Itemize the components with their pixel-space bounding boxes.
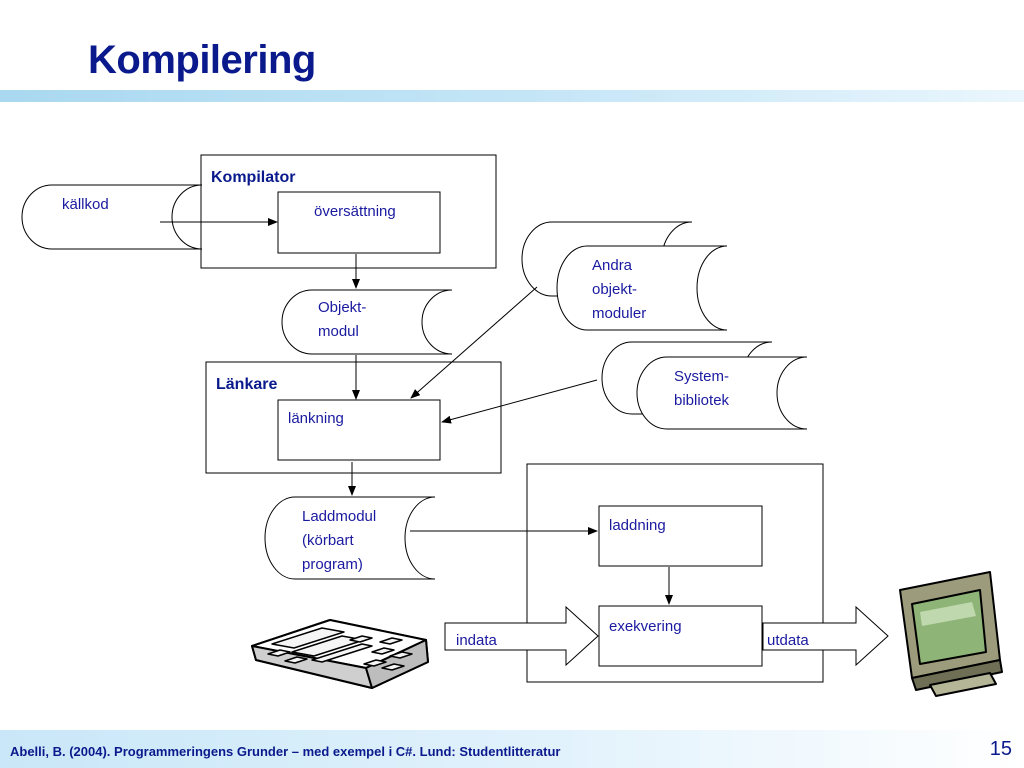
source-code-label: källkod bbox=[62, 196, 109, 213]
load-module-label-line2: (körbart bbox=[302, 532, 355, 549]
arrow-system-library-to-linking bbox=[441, 379, 598, 424]
other-modules-label-line1: Andra bbox=[592, 257, 633, 274]
footer-bar: Abelli, B. (2004). Programmeringens Grun… bbox=[0, 730, 1024, 768]
linking-box bbox=[277, 399, 441, 461]
object-module-label-line1: Objekt- bbox=[318, 299, 366, 316]
execution-label: exekvering bbox=[609, 618, 682, 635]
other-modules-label-line2: objekt- bbox=[592, 281, 637, 298]
compiler-group-label: Kompilator bbox=[211, 169, 295, 186]
linker-group-box bbox=[205, 361, 502, 474]
loading-box bbox=[598, 505, 763, 567]
output-data-block-arrow bbox=[762, 605, 889, 667]
loading-label: laddning bbox=[609, 517, 666, 534]
other-modules-label-line3: moduler bbox=[592, 305, 646, 322]
translation-box bbox=[277, 191, 441, 254]
keyboard-icon bbox=[251, 619, 429, 689]
system-library-label-line1: System- bbox=[674, 368, 729, 385]
linker-group-label: Länkare bbox=[216, 376, 277, 393]
arrow-other-modules-to-linking bbox=[410, 286, 538, 399]
footer-citation: Abelli, B. (2004). Programmeringens Grun… bbox=[10, 744, 561, 759]
system-library-store bbox=[636, 356, 808, 430]
load-module-store bbox=[264, 496, 436, 580]
linking-label: länkning bbox=[288, 410, 344, 427]
monitor-icon bbox=[899, 571, 1003, 697]
page-number: 15 bbox=[989, 738, 1012, 760]
input-data-block-arrow bbox=[444, 605, 599, 667]
compiler-group-box bbox=[200, 154, 497, 269]
system-library-label-line2: bibliotek bbox=[674, 392, 730, 409]
source-code-store bbox=[21, 184, 203, 250]
object-module-store bbox=[281, 289, 453, 355]
page-title: Kompilering bbox=[88, 38, 316, 82]
other-object-modules-store bbox=[556, 245, 728, 331]
title-underline-bar bbox=[0, 90, 1024, 102]
execution-box bbox=[598, 605, 763, 667]
compilation-diagram: Kompilator Länkare källkod översättning … bbox=[21, 154, 1003, 697]
load-module-label-line3: program) bbox=[302, 556, 363, 573]
input-data-label: indata bbox=[456, 632, 498, 649]
object-module-label-line2: modul bbox=[318, 323, 359, 340]
load-module-label-line1: Laddmodul bbox=[302, 508, 376, 525]
output-data-label: utdata bbox=[767, 632, 809, 649]
runtime-group-box bbox=[526, 463, 824, 683]
translation-label: översättning bbox=[314, 203, 396, 220]
